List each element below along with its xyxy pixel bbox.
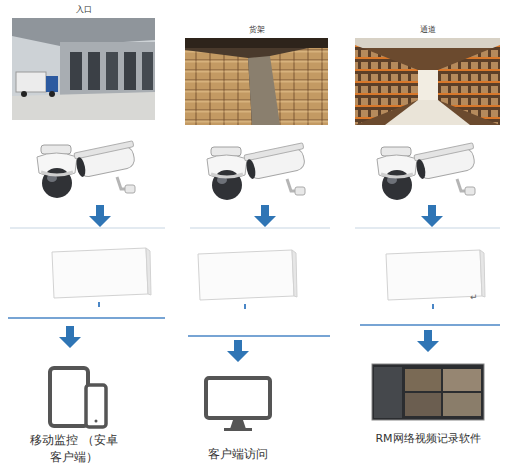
mobile-icon (50, 368, 88, 426)
aisle-photo (355, 38, 500, 125)
panel-title: 入口 (12, 4, 155, 16)
diagram-art (377, 143, 478, 200)
diagram-art (89, 205, 111, 227)
monitor-icon (206, 378, 270, 431)
diagram-art (207, 143, 308, 200)
mark-label: ↵ (470, 292, 478, 302)
monitor-icon (230, 420, 246, 429)
software-screenshot (374, 367, 402, 418)
device-label: 移动监控 （安卓客户端） (28, 432, 120, 466)
device-label: 客户端访问 (188, 446, 288, 463)
diagram-art (59, 326, 81, 348)
panel-title: 货架 (185, 24, 328, 36)
entrance-photo (12, 18, 155, 120)
entrance-photo (49, 91, 55, 97)
device-label: RM网络视频记录软件 (362, 431, 494, 447)
separator-line (190, 228, 330, 229)
entrance-photo (142, 52, 153, 90)
diagram-art (254, 205, 276, 227)
software-screenshot (405, 393, 441, 416)
shelf-photo (185, 38, 328, 48)
software-screenshot (372, 364, 484, 420)
entrance-photo (60, 42, 155, 96)
diagram-art (52, 248, 151, 307)
aisle-photo (355, 38, 500, 125)
mobile-icon (86, 385, 106, 427)
device-box: 移动监控 （安卓客户端） (28, 432, 120, 466)
software-screenshot (443, 369, 481, 391)
shelf-photo (185, 38, 328, 125)
shelf-photo (248, 56, 280, 125)
mobile-icon (50, 368, 106, 427)
software-screenshot (443, 393, 481, 416)
entrance-photo (124, 52, 136, 90)
photo-panel: 货架 (185, 24, 328, 36)
shelf-photo (185, 38, 328, 125)
bus-line (188, 335, 330, 337)
diagram-art (386, 250, 485, 309)
software-screenshot (405, 369, 441, 391)
diagram-art (198, 250, 297, 309)
diagram-art (421, 205, 443, 227)
photo-panel: 入口 (12, 4, 155, 16)
entrance-photo (70, 52, 82, 90)
separator-line (355, 228, 500, 229)
aisle-photo (385, 100, 470, 125)
software-screenshot (372, 364, 484, 420)
device-box: RM网络视频记录软件 (362, 431, 494, 447)
diagram-art (227, 340, 249, 362)
diagram-art (37, 141, 138, 198)
monitor-icon (224, 428, 252, 431)
panel-title: 通道 (355, 24, 500, 36)
monitor-icon (206, 378, 270, 418)
photo-panel: 通道 (355, 24, 500, 36)
shelf-photo (185, 50, 252, 125)
entrance-photo (16, 72, 46, 92)
entrance-photo (12, 18, 155, 120)
entrance-photo (106, 52, 118, 90)
mobile-icon (95, 420, 98, 423)
entrance-photo (46, 76, 58, 92)
entrance-photo (12, 18, 155, 46)
entrance-photo (21, 91, 27, 97)
device-box: 客户端访问 (188, 446, 288, 463)
bus-line (360, 324, 500, 326)
separator-line (10, 228, 500, 229)
diagram-art (417, 330, 439, 352)
separator-line (10, 228, 165, 229)
bus-line (8, 317, 165, 319)
aisle-photo (418, 70, 438, 100)
aisle-photo (355, 38, 500, 48)
entrance-photo (12, 92, 155, 120)
entrance-photo (88, 52, 100, 90)
